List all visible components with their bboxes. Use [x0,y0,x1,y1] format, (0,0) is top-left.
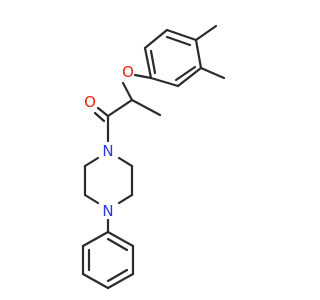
carbonyl-oxygen-label: O [84,93,96,111]
bond [106,268,129,283]
bond [83,193,100,205]
ether-oxygen-label: O [122,63,134,81]
structure-drawing: O O N N [81,24,226,290]
bond [117,156,134,168]
bond [81,230,110,248]
bond [96,106,110,118]
molecule-canvas: O O N N [81,24,226,290]
bond [143,28,169,50]
bond [194,24,218,42]
bond [106,237,129,252]
bond [174,65,197,82]
amide-nitrogen-label: N [102,142,113,160]
bond [106,98,134,118]
bond [117,193,134,205]
bond [106,230,135,248]
bond [165,35,192,47]
bond [106,272,135,290]
bond [176,66,203,88]
bond [81,272,110,290]
bond [83,156,100,168]
bond [133,73,153,80]
bond [149,49,157,75]
bond [149,76,180,88]
bond [93,111,106,123]
bond [130,98,162,117]
bond [143,46,153,80]
bonds [81,24,226,290]
bond [199,66,226,80]
bond [121,81,134,102]
aryl-nitrogen-label: N [102,202,113,220]
bond [165,28,198,42]
bond [194,38,203,70]
atom-labels: O O N N [84,63,134,220]
